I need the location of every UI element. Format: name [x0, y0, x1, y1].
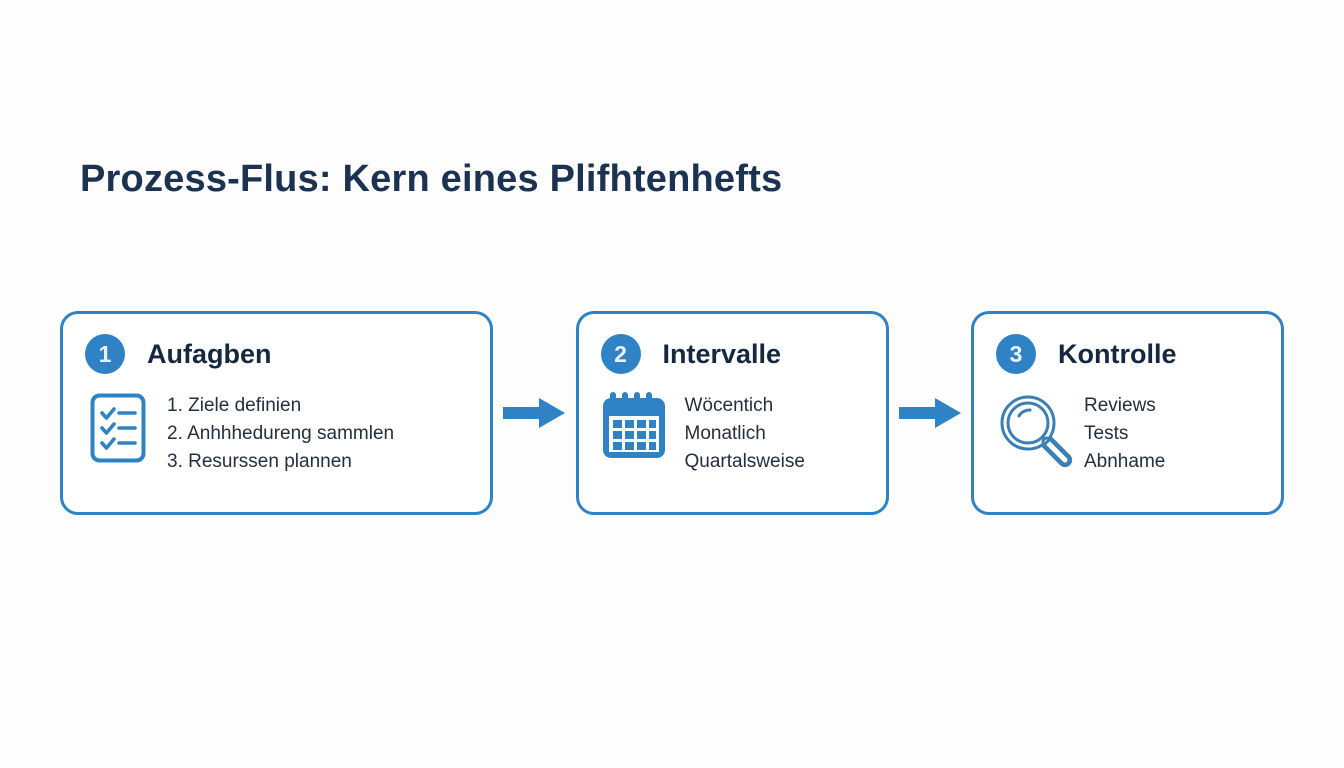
list-item: 1. Ziele definien [167, 395, 302, 416]
step-card-3-body: Reviews Tests Abnhame [996, 390, 1261, 476]
list-item: Wöcentich [684, 395, 774, 416]
page-title: Prozess-Flus: Kern eines Plifhtenhefts [80, 158, 783, 201]
list-item: Reviews [1084, 395, 1156, 416]
checklist-icon [85, 390, 151, 470]
step-number-badge-2: 2 [600, 334, 641, 374]
step-card-1: 1 Aufagben 1. Ziele definien 2. Anhhhedu… [60, 311, 493, 515]
process-flow-diagram: 1 Aufagben 1. Ziele definien 2. Anhhhedu… [60, 311, 1284, 515]
step-card-3-list: Reviews Tests Abnhame [1084, 390, 1165, 476]
step-card-1-body: 1. Ziele definien 2. Anhhhedureng sammle… [85, 390, 470, 476]
arrow-right-icon [503, 398, 566, 428]
connector-arrow-1 [493, 311, 576, 515]
list-item: Tests [1084, 423, 1129, 444]
step-card-2: 2 Intervalle [575, 311, 889, 515]
list-item: Quartalsweise [684, 451, 805, 472]
list-item: Abnhame [1084, 451, 1166, 472]
step-card-1-list: 1. Ziele definien 2. Anhhhedureng sammle… [167, 390, 394, 476]
step-card-1-title: Aufagben [147, 338, 272, 369]
step-number-badge-1: 1 [85, 334, 125, 374]
step-number-badge-3: 3 [996, 334, 1036, 374]
step-card-2-body: Wöcentich Monatlich Quartalsweise [601, 390, 866, 476]
list-item: 3. Resurssen plannen [167, 451, 352, 472]
list-item: Monatlich [684, 423, 766, 444]
step-card-2-header: 2 Intervalle [600, 332, 866, 376]
connector-arrow-2 [889, 311, 972, 515]
step-card-2-title: Intervalle [662, 338, 782, 369]
list-item: 2. Anhhhedureng sammlen [167, 423, 395, 444]
calendar-icon [601, 390, 667, 470]
magnifier-icon [996, 390, 1074, 470]
step-card-3-title: Kontrolle [1058, 338, 1177, 369]
arrow-right-icon [898, 398, 961, 428]
step-card-2-list: Wöcentich Monatlich Quartalsweise [685, 390, 805, 476]
step-card-3: 3 Kontrolle Reviews Tests Abnhame [971, 311, 1284, 515]
step-card-3-header: 3 Kontrolle [996, 332, 1261, 376]
step-card-1-header: 1 Aufagben [85, 332, 470, 376]
